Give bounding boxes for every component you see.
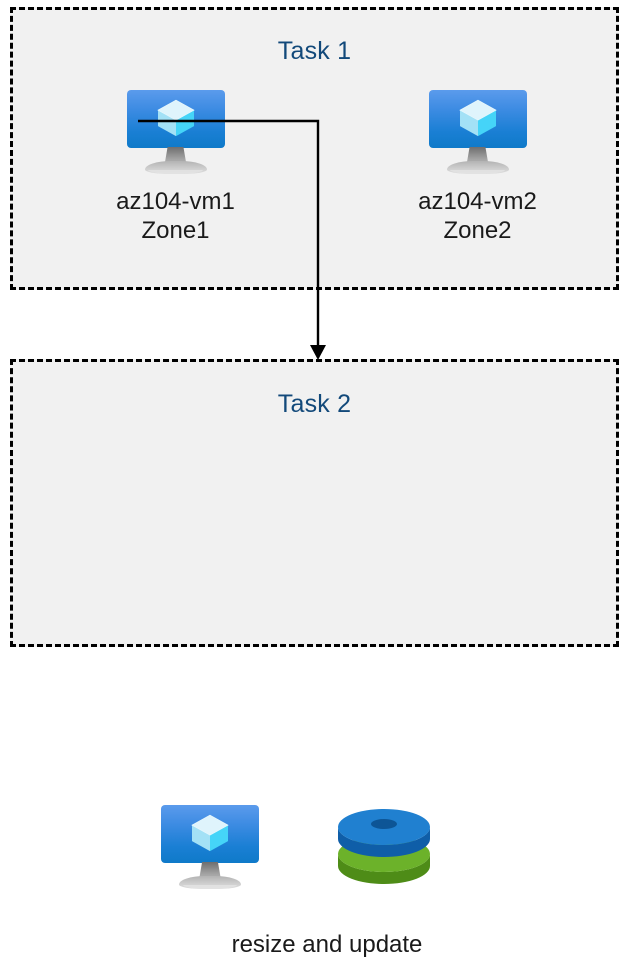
node-az104-vm2[interactable]: az104-vm2 Zone2 bbox=[355, 90, 600, 246]
node-az104-vm1[interactable]: az104-vm1 Zone1 bbox=[53, 90, 298, 246]
managed-disks-icon bbox=[338, 809, 430, 884]
cube-glyph bbox=[156, 99, 195, 137]
task-2-title: Task 2 bbox=[277, 390, 352, 418]
vm-stand-neck bbox=[164, 147, 187, 165]
node-label-resize-and-update: resize and update bbox=[231, 931, 423, 958]
diagram-canvas: Task 1 az104-vm1 Zone1 bbox=[10, 7, 619, 958]
connector-line bbox=[138, 119, 320, 348]
virtual-machine-icon bbox=[161, 805, 259, 889]
connector-arrowhead bbox=[310, 345, 326, 360]
virtual-machine-icon bbox=[428, 90, 527, 174]
node-label-vm2: az104-vm2 Zone2 bbox=[418, 188, 537, 245]
vm-stand-neck bbox=[466, 147, 489, 165]
cube-glyph bbox=[191, 814, 229, 852]
node-label-vm1: az104-vm1 Zone1 bbox=[116, 188, 235, 245]
virtual-machine-icon bbox=[126, 90, 225, 174]
vm-stand-base bbox=[179, 876, 241, 889]
vm-screen bbox=[161, 805, 259, 863]
vm-stand-base bbox=[144, 161, 207, 174]
vm-stand-base bbox=[446, 161, 509, 174]
vm-screen bbox=[428, 90, 527, 148]
node-resize-and-update[interactable]: resize and update bbox=[123, 802, 531, 959]
task-2-icon-row bbox=[123, 802, 531, 892]
task-1-group: Task 1 az104-vm1 Zone1 bbox=[10, 7, 619, 290]
task-1-title: Task 1 bbox=[277, 37, 352, 65]
vm-screen bbox=[126, 90, 225, 148]
cube-glyph bbox=[458, 99, 497, 137]
connector-vm1-to-task2 bbox=[138, 119, 326, 360]
